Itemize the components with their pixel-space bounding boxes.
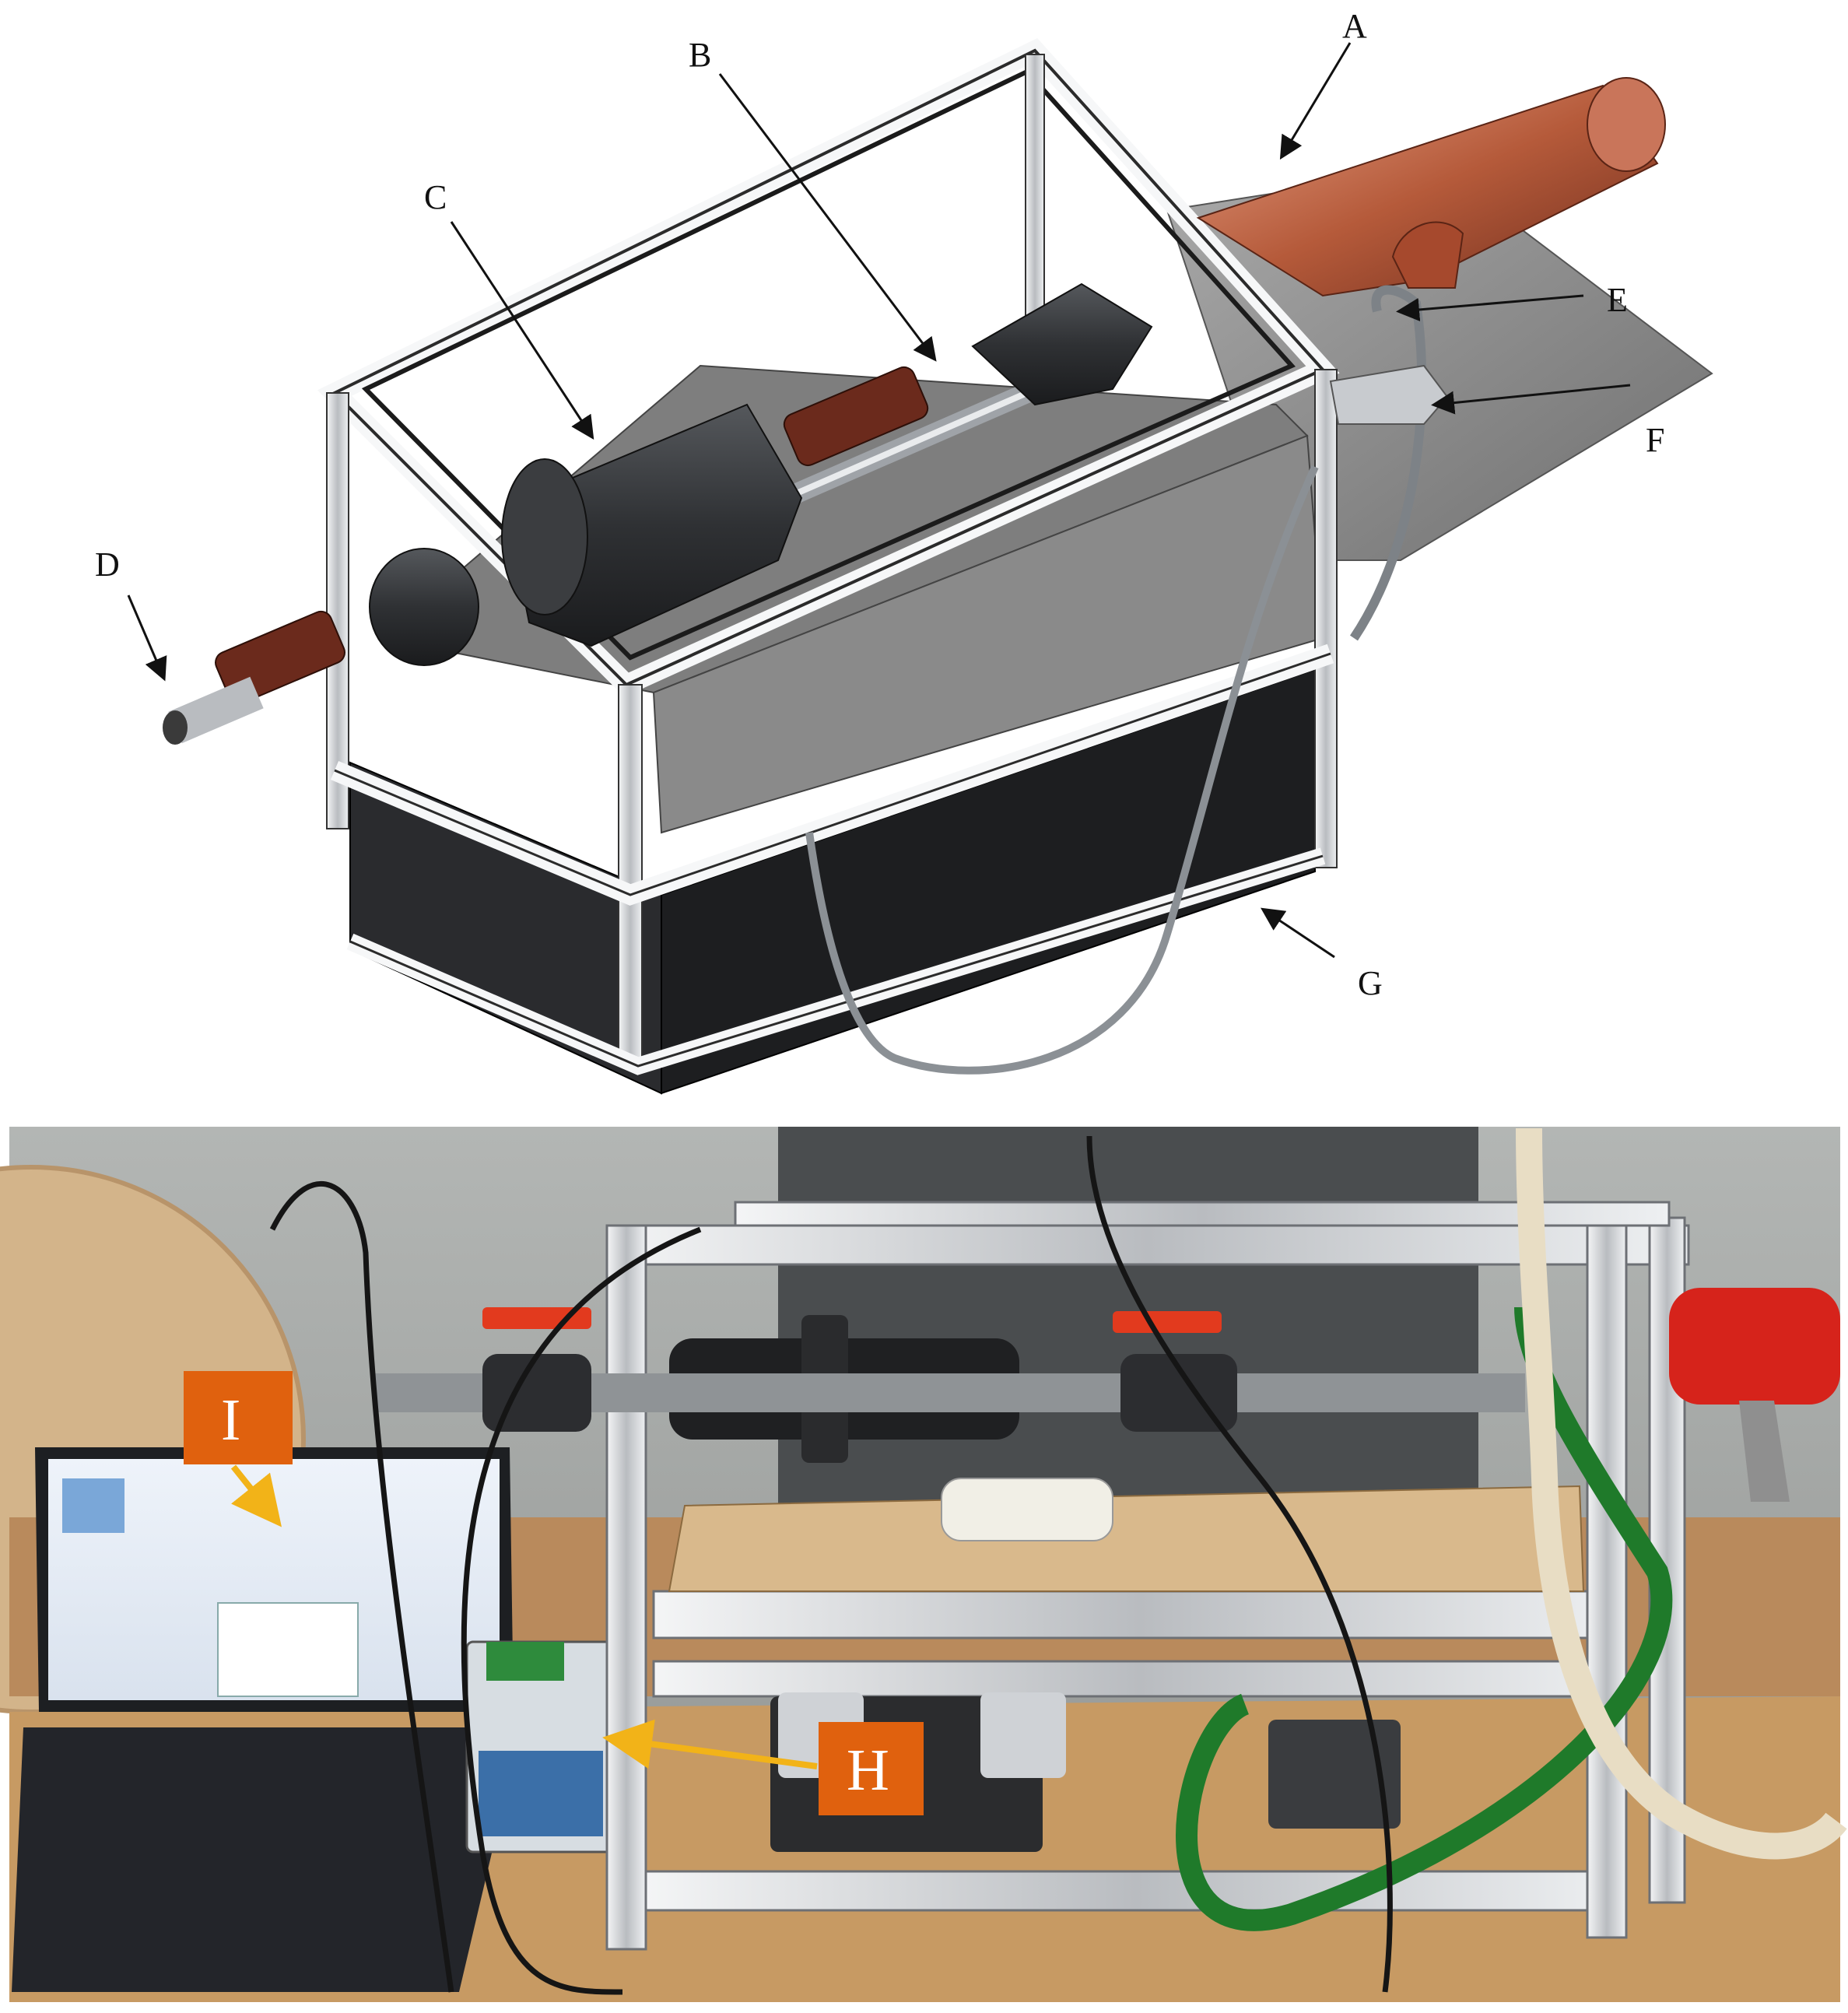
cad-labels: A B C D E F G [95,7,1664,1002]
leader-g [1261,907,1335,959]
photo-label-h: H [819,1722,924,1815]
filter-housing-cad [369,403,803,666]
plywood-shelf [668,1485,1585,1592]
label-e: E [1607,281,1628,319]
hoses-photo [1176,1127,1847,1931]
frame-posts [326,54,1338,1067]
leader-f [1431,384,1631,415]
handheld-meter [941,1478,1113,1541]
lab-photo: I H [0,1127,1847,2002]
filter-housing-photo [373,1315,1525,1463]
leader-b [718,73,937,362]
label-d: D [95,545,120,584]
daq-module [465,1640,616,1853]
leader-d [127,594,167,682]
label-c: C [424,178,447,216]
cad-rendering: A B C D E F G [95,7,1713,1095]
cad-leader-lines [127,42,1631,959]
leader-e [1396,294,1584,321]
label-f: F [1646,421,1664,459]
label-a: A [1342,7,1367,45]
lower-drawer-side [349,761,662,1095]
arrow-h [602,1719,818,1769]
label-h: H [847,1738,889,1803]
cables-photo [269,1135,1393,1995]
heat-gun-photo [1669,1288,1840,1502]
leader-a [1279,42,1352,160]
label-i: I [221,1387,240,1453]
arrow-i [230,1464,282,1527]
heat-gun-cad [1196,77,1666,297]
frame-lower-rails [330,644,1334,1075]
label-box-i [184,1371,293,1464]
photo-label-i: I [184,1371,293,1464]
outlet-pipe-cad [163,676,264,745]
label-g: G [1358,964,1383,1002]
aluminium-frame [605,1201,1690,1951]
label-box-h [819,1722,924,1815]
main-pipe-cad [781,282,1153,507]
photo-arrows [230,1464,818,1769]
leader-c [450,221,594,440]
label-b: B [689,36,711,74]
hose-cad [805,285,1449,1075]
